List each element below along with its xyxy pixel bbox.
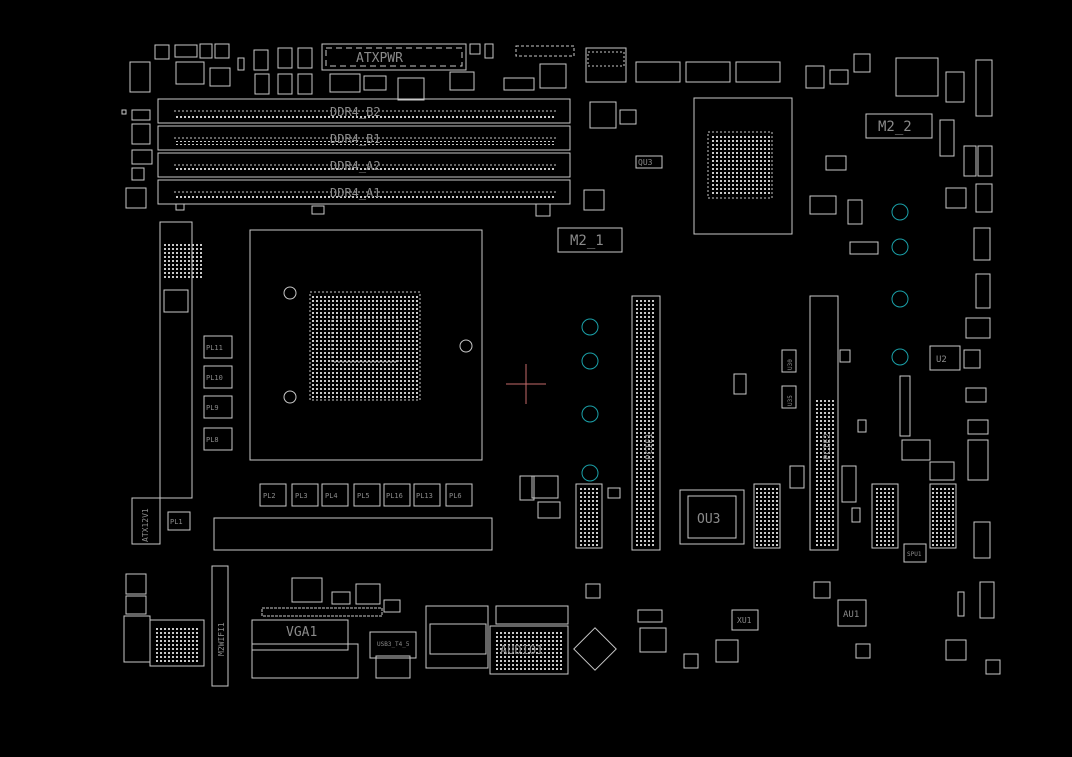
ddr4-slot-b2	[157, 98, 571, 124]
label-m2-2: M2_2	[878, 119, 912, 135]
pcie-slot-1	[631, 295, 661, 551]
label-m2wifi: M2WIFI1	[217, 622, 226, 656]
ou3-chip	[679, 489, 745, 545]
label-qu3: QU3	[638, 158, 653, 167]
label-pl3: PL3	[295, 492, 308, 500]
label-pl2: PL2	[263, 492, 276, 500]
label-pl11: PL11	[206, 344, 223, 352]
label-pl10: PL10	[206, 374, 223, 382]
m2-wifi-slot	[211, 565, 229, 687]
vrm-left-column	[159, 221, 233, 499]
label-atx12v: ATX12V1	[141, 508, 150, 542]
label-xu1: XU1	[737, 616, 752, 625]
ddr4-slot-a1	[157, 179, 571, 205]
label-ddr-a1: DDR4_A1	[330, 186, 381, 200]
label-ddr-b2: DDR4_B2	[330, 105, 381, 119]
chipset-pch	[693, 97, 793, 235]
label-pl1: PL1	[170, 518, 183, 526]
pcie-slot-2	[809, 295, 839, 551]
vga-connector	[251, 619, 359, 679]
label-audio: AUDIO1	[500, 643, 543, 657]
label-ddr-b1: DDR4_B1	[330, 132, 381, 146]
pad-fields	[154, 114, 954, 670]
label-pl4: PL4	[325, 492, 338, 500]
label-pl5: PL5	[357, 492, 370, 500]
ddr4-slot-a2	[157, 152, 571, 178]
m2-slot-1	[557, 227, 623, 253]
label-ou3: OU3	[697, 512, 720, 527]
label-spu1: SPU1	[907, 551, 922, 558]
atx-power-connector	[321, 43, 467, 71]
audio-connector	[489, 605, 569, 675]
ethernet-connector	[425, 605, 489, 669]
label-pl13: PL13	[416, 492, 433, 500]
label-pl8: PL8	[206, 436, 219, 444]
label-vga: VGA1	[286, 625, 317, 640]
label-u35: U35	[787, 395, 794, 406]
label-pl16: PL16	[386, 492, 403, 500]
label-pl6: PL6	[449, 492, 462, 500]
ddr4-slot-b1	[157, 125, 571, 151]
label-m2-1: M2_1	[570, 233, 604, 249]
label-atx-power: ATXPWR	[356, 51, 403, 66]
label-au1: AU1	[843, 610, 859, 620]
label-pcie2: PCIE2	[823, 433, 833, 460]
top-left-component-cluster	[125, 43, 313, 209]
m2-slot-2	[865, 113, 933, 139]
label-usb: USB3_T4_5	[377, 641, 410, 648]
label-pcie1: PCIE1	[645, 433, 655, 460]
mounting-holes	[581, 203, 909, 482]
usb-connector	[369, 631, 417, 679]
label-ddr-a2: DDR4_A2	[330, 159, 381, 173]
label-u30: U30	[787, 359, 794, 370]
label-u2: U2	[936, 355, 947, 365]
vrm-bottom-row	[167, 483, 493, 551]
au1-chip	[837, 599, 867, 627]
label-pl9: PL9	[206, 404, 219, 412]
origin-crosshair	[506, 364, 546, 404]
